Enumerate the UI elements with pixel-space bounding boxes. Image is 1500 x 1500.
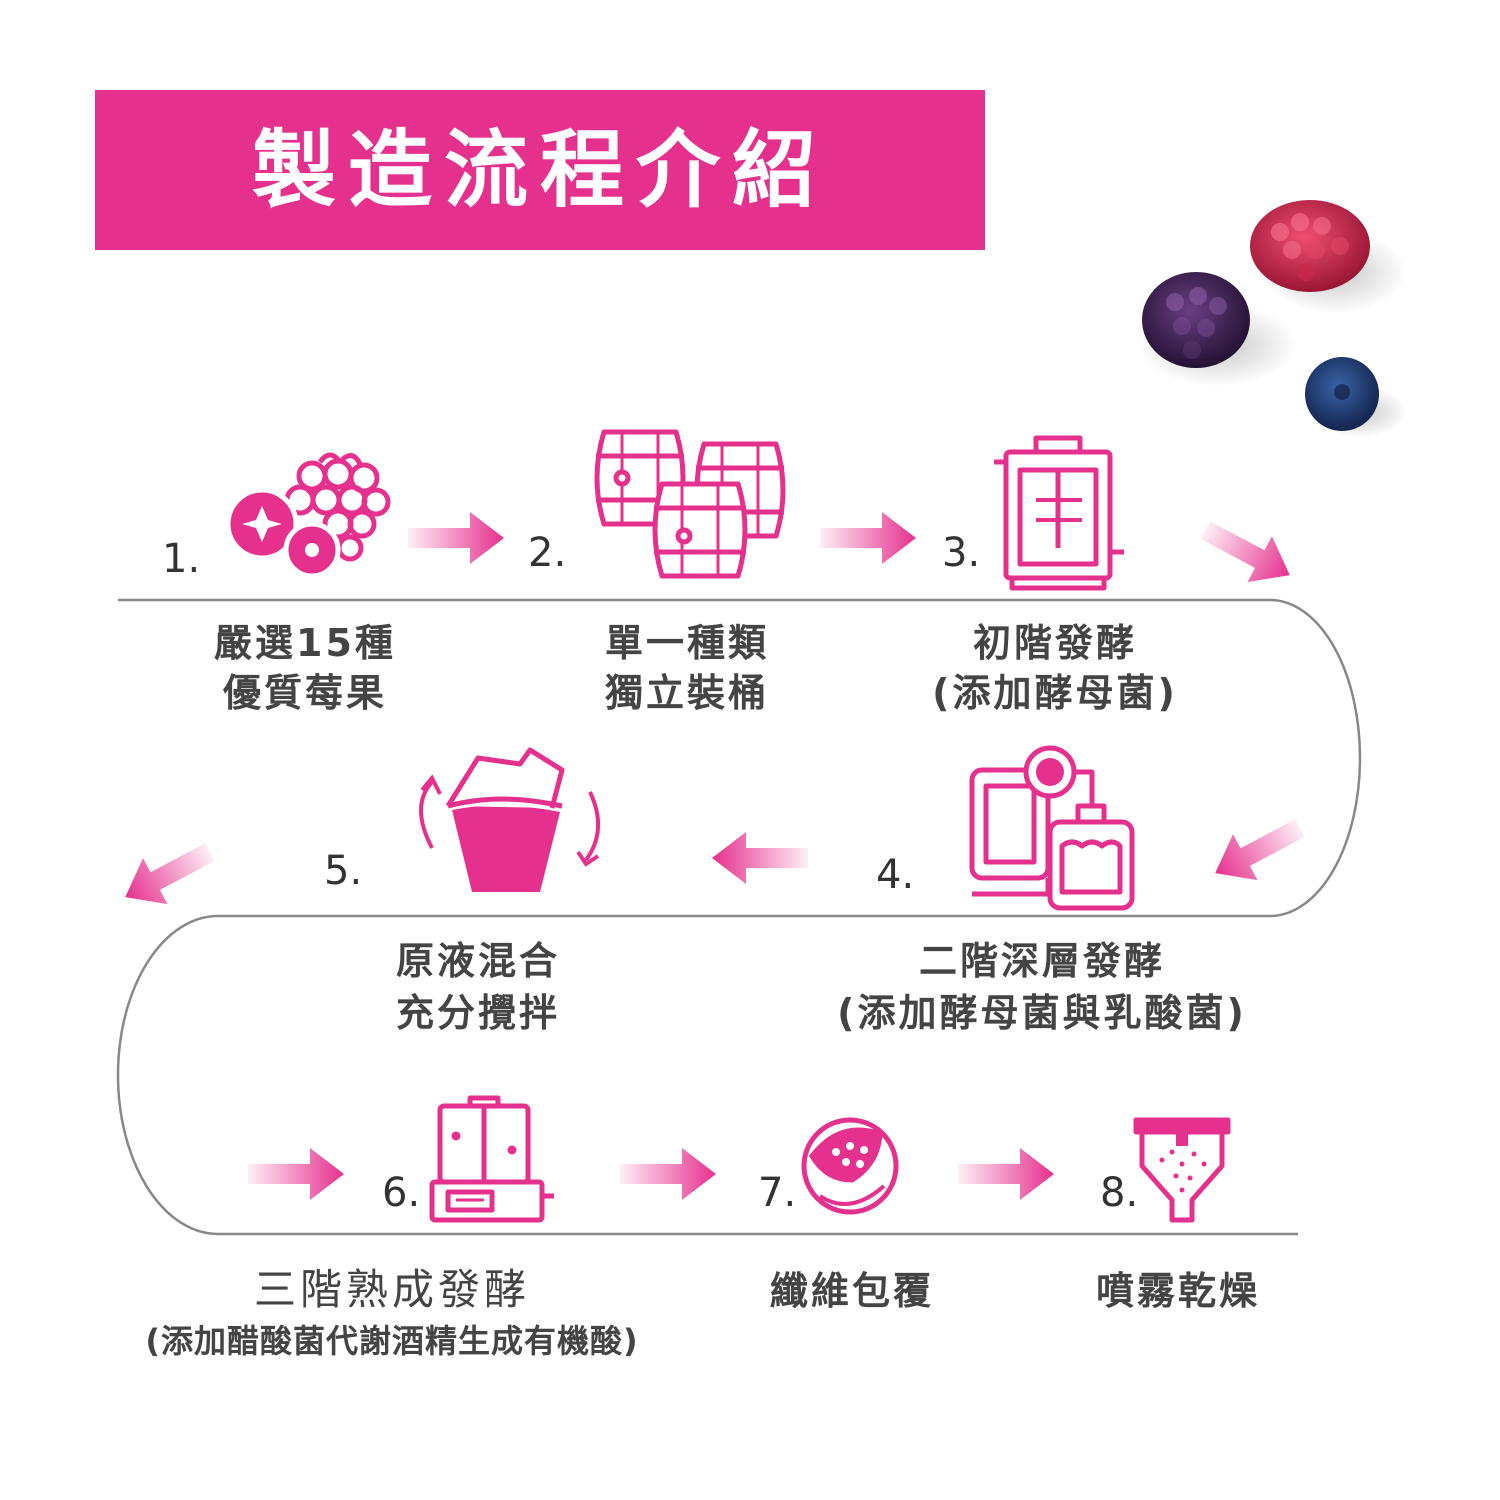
step-5-label-line1: 原液混合 xyxy=(396,939,560,983)
arrow-3-4 xyxy=(1200,521,1290,583)
step-2-number: 2. xyxy=(528,530,566,576)
raspberry-icon xyxy=(1250,200,1370,292)
step-1-number: 1. xyxy=(162,536,200,582)
arrow-7-8 xyxy=(958,1148,1054,1200)
blueberry-icon xyxy=(1305,357,1379,431)
step-3-label-line2: (添加酵母菌) xyxy=(932,671,1178,715)
title-banner: 製造流程介紹 xyxy=(95,90,985,250)
spray-dryer-icon xyxy=(1133,1117,1231,1223)
arrow-5-down xyxy=(125,843,215,905)
step-4-label-line2: (添加酵母菌與乳酸菌) xyxy=(837,991,1247,1035)
page-title: 製造流程介紹 xyxy=(251,121,828,219)
aging-tank-icon xyxy=(429,1095,554,1223)
step-4-number: 4. xyxy=(876,852,914,898)
step-6-label-line1: 三階熟成發酵 xyxy=(254,1265,530,1314)
yeast-fermenter-icon xyxy=(969,745,1135,911)
step-7-label: 纖維包覆 xyxy=(770,1269,934,1313)
step-8-number: 8. xyxy=(1100,1170,1138,1216)
arrow-6-7 xyxy=(620,1148,716,1200)
step-2-label-line2: 獨立裝桶 xyxy=(605,671,769,715)
step-6-number: 6. xyxy=(382,1170,420,1216)
step-1-label-line2: 優質莓果 xyxy=(222,671,387,715)
step-5-number: 5. xyxy=(324,848,362,894)
arrow-1-2 xyxy=(408,512,504,564)
arrow-2-3 xyxy=(820,512,916,564)
step-5-label-line2: 充分攪拌 xyxy=(396,991,560,1035)
fermentation-tank-icon xyxy=(994,435,1124,591)
step-6-label-line2: (添加醋酸菌代謝酒精生成有機酸) xyxy=(145,1322,638,1360)
step-1-label-line1: 嚴選15種 xyxy=(214,621,396,665)
step-7-number: 7. xyxy=(758,1170,796,1216)
flow-line xyxy=(116,598,1362,1236)
step-4-label-line1: 二階深層發酵 xyxy=(919,939,1165,983)
step-3-label-line1: 初階發酵 xyxy=(973,621,1137,665)
mixing-bucket-icon xyxy=(419,747,601,892)
arrow-into-4 xyxy=(1215,819,1305,881)
step-8-label: 噴霧乾燥 xyxy=(1096,1269,1260,1313)
step-3-number: 3. xyxy=(942,530,980,576)
fiber-coating-icon xyxy=(801,1117,899,1215)
blackberry-icon xyxy=(1142,272,1250,368)
arrow-4-5 xyxy=(712,832,808,884)
step-2-label-line1: 單一種類 xyxy=(605,621,769,665)
berries-icon xyxy=(225,452,391,579)
berries-photo xyxy=(1138,200,1408,438)
barrels-icon xyxy=(594,429,786,579)
arrow-into-6 xyxy=(248,1148,344,1200)
